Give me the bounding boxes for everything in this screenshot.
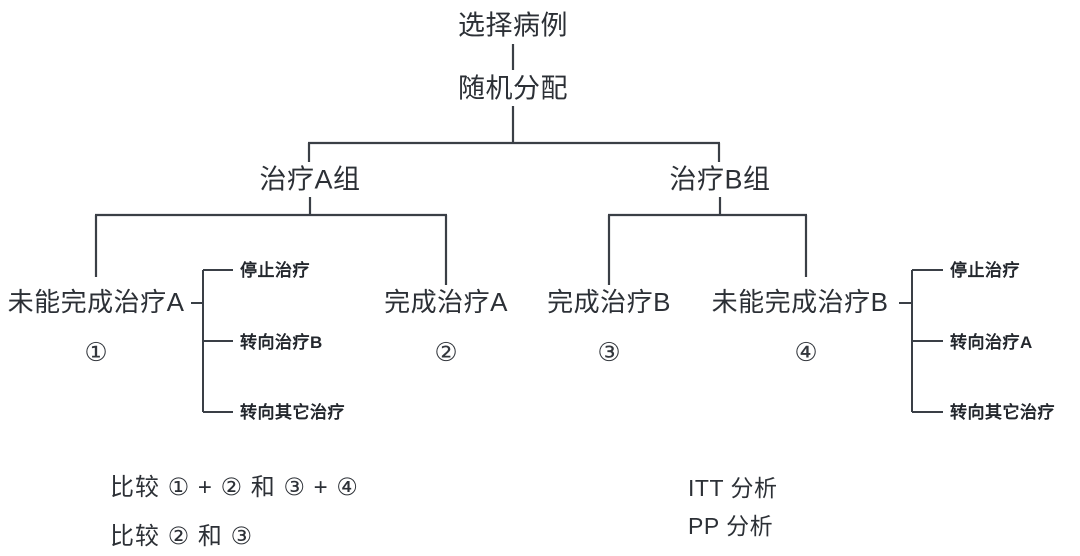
marker-a-incomplete: ① bbox=[84, 337, 108, 368]
leaf-left-1: 停止治疗 bbox=[240, 261, 310, 281]
marker-b-complete: ③ bbox=[597, 337, 621, 368]
marker-b-incomplete: ④ bbox=[794, 337, 818, 368]
legend-comparison-2: 比较 ② 和 ③ bbox=[110, 523, 254, 551]
legend-comparison-1: 比较 ① + ② 和 ③ + ④ bbox=[110, 474, 359, 502]
node-select-cases: 选择病例 bbox=[458, 10, 568, 41]
legend-analysis-pp: PP 分析 bbox=[688, 512, 774, 539]
node-randomization: 随机分配 bbox=[458, 73, 568, 104]
node-b-incomplete: 未能完成治疗B bbox=[711, 287, 889, 318]
node-group-a: 治疗A组 bbox=[259, 164, 361, 195]
leaf-right-3: 转向其它治疗 bbox=[950, 403, 1055, 423]
leaf-left-2: 转向治疗B bbox=[240, 333, 323, 353]
leaf-left-3: 转向其它治疗 bbox=[240, 403, 345, 423]
marker-a-complete: ② bbox=[434, 337, 458, 368]
node-a-complete: 完成治疗A bbox=[384, 287, 508, 318]
leaf-right-2: 转向治疗A bbox=[950, 333, 1033, 353]
node-b-complete: 完成治疗B bbox=[547, 287, 671, 318]
node-group-b: 治疗B组 bbox=[669, 164, 771, 195]
leaf-right-1: 停止治疗 bbox=[950, 261, 1020, 281]
legend-analysis-itt: ITT 分析 bbox=[688, 474, 778, 501]
node-a-incomplete: 未能完成治疗A bbox=[7, 287, 185, 318]
